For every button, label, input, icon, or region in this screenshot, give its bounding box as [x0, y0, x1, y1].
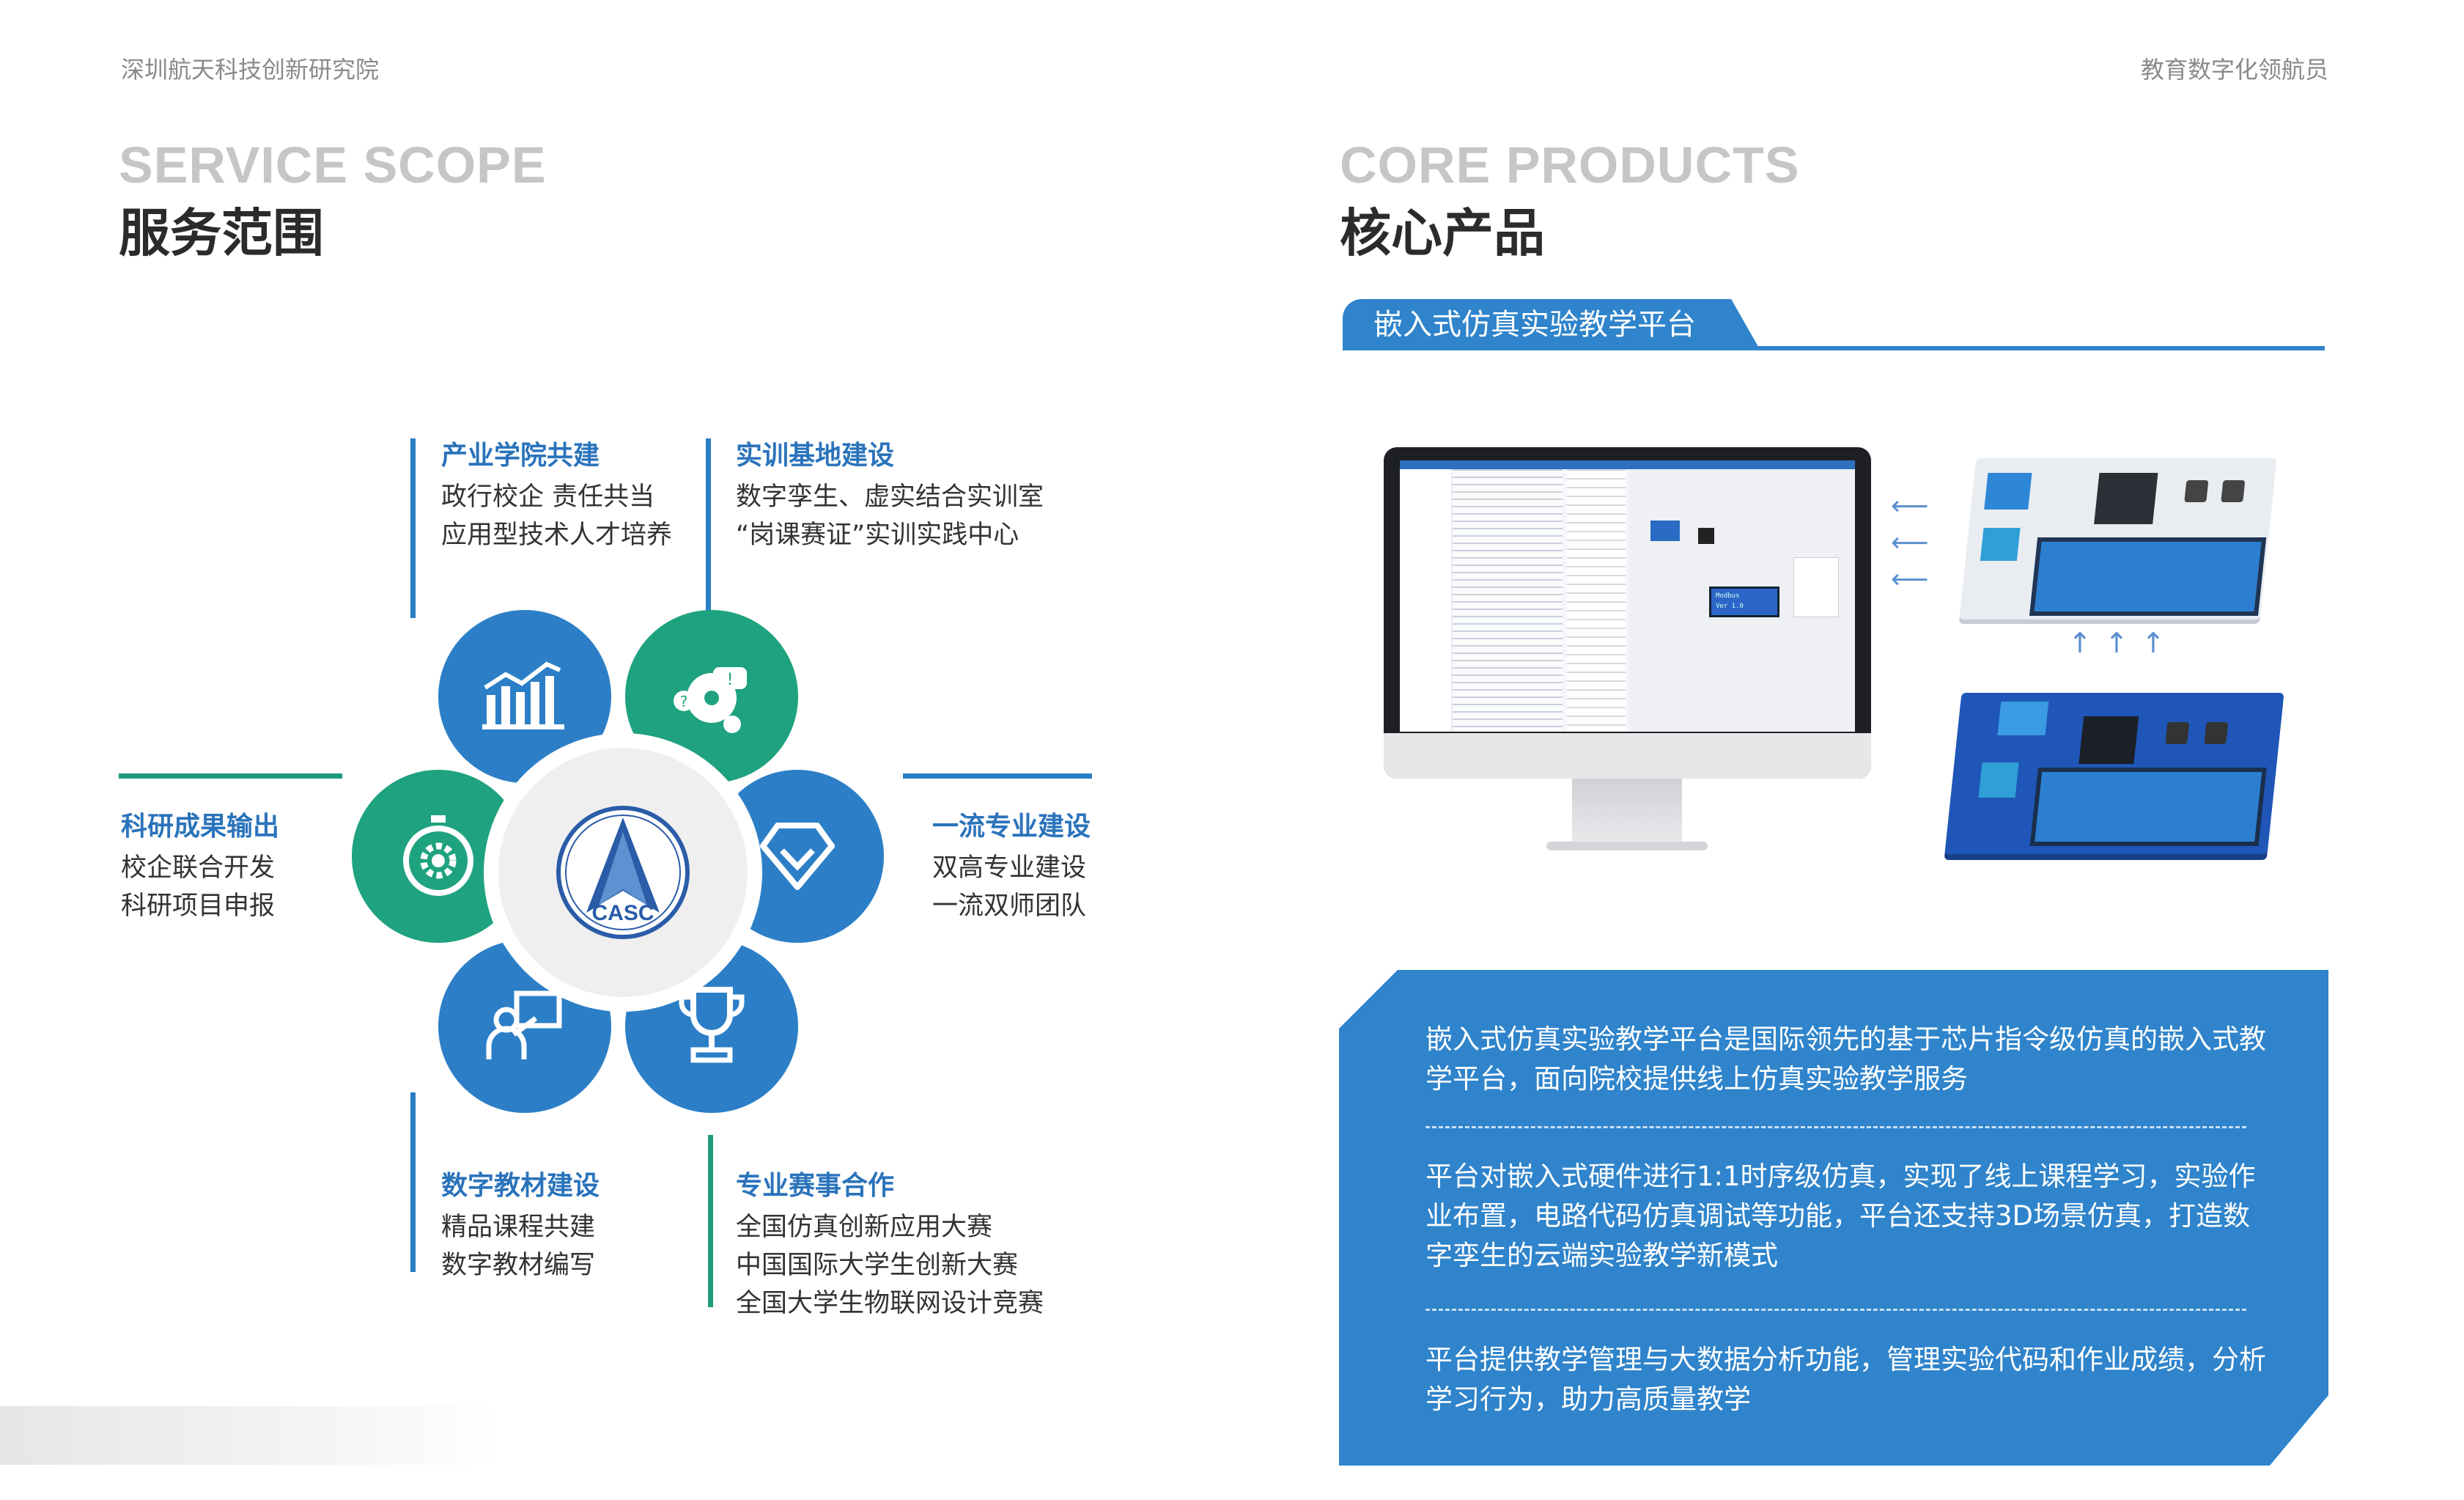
- monitor-stand: [1572, 779, 1682, 845]
- service-line: 一流双师团队: [932, 891, 1087, 921]
- center-circle: CASC: [498, 748, 748, 997]
- app-simulation-canvas: Modbus Ver 1.0: [1628, 469, 1855, 732]
- service-line: 双高专业建设: [932, 853, 1087, 883]
- service-title: 专业赛事合作: [736, 1171, 895, 1201]
- service-title: 一流专业建设: [932, 812, 1091, 842]
- service-block-competition: 专业赛事合作 全国仿真创新应用大赛 中国国际大学生创新大赛 全国大学生物联网设计…: [736, 1164, 1044, 1323]
- monitor-base: [1546, 842, 1708, 850]
- service-line: 数字教材编写: [441, 1251, 596, 1280]
- service-line: 全国仿真创新应用大赛: [736, 1213, 993, 1242]
- stopwatch-gear-icon: [403, 815, 473, 896]
- arrow-left-icon: ⟵: [1891, 528, 1929, 558]
- description-paragraph: 平台对嵌入式硬件进行1:1时序级仿真，实现了线上课程学习，实验作业布置，电路代码…: [1425, 1161, 2256, 1271]
- service-line: 精品课程共建: [441, 1213, 596, 1242]
- push-button: [2221, 480, 2246, 502]
- svg-text:!: !: [727, 671, 734, 689]
- chart-petal: [438, 610, 611, 783]
- description-paragraph: 嵌入式仿真实验教学平台是国际领先的基于芯片指令级仿真的嵌入式教学平台，面向院校提…: [1425, 1023, 2266, 1095]
- relay-component: [1984, 473, 2032, 510]
- trophy-icon: [679, 987, 745, 1063]
- service-block-textbook: 数字教材建设 精品课程共建 数字教材编写: [441, 1164, 600, 1284]
- service-bar: [706, 438, 711, 618]
- push-button: [2204, 722, 2229, 744]
- arrow-left-icon: ⟵: [1891, 491, 1929, 521]
- sim-board: [1650, 521, 1680, 541]
- product-description-box: 嵌入式仿真实验教学平台是国际领先的基于芯片指令级仿真的嵌入式教学平台，面向院校提…: [1339, 970, 2328, 1466]
- sensor-module: [1980, 528, 2021, 561]
- teacher-board-icon: [486, 990, 562, 1059]
- service-bar: [410, 438, 416, 618]
- description-paragraph: 平台提供教学管理与大数据分析功能，管理实验代码和作业成绩，分析学习行为，助力高质…: [1425, 1344, 2266, 1415]
- sim-chip: [1698, 528, 1714, 544]
- service-title: 数字教材建设: [441, 1171, 600, 1201]
- service-scope-title-cn: 服务范围: [119, 203, 324, 263]
- product-tab: 嵌入式仿真实验教学平台: [1343, 299, 1760, 350]
- service-title: 实训基地建设: [736, 441, 895, 471]
- service-bar: [410, 1092, 416, 1272]
- board-3d-bottom: [1944, 693, 2284, 854]
- core-products-title-cn: 核心产品: [1340, 203, 1545, 263]
- sim-lcd-line: Modbus: [1716, 592, 1740, 600]
- svg-text:?: ?: [680, 693, 688, 710]
- sim-lcd-line: Ver 1.0: [1716, 603, 1744, 610]
- service-block-training-base: 实训基地建设 数字孪生、虚实结合实训室 “岗课赛证”实训实践中心: [736, 434, 1044, 554]
- lcd-module: [2029, 537, 2267, 616]
- sim-property-popup: [1793, 557, 1839, 617]
- push-button: [2184, 480, 2209, 502]
- arrow-up-icon: ↑: [2068, 627, 2092, 659]
- app-code-editor: [1453, 469, 1563, 732]
- lcd-module: [2029, 768, 2267, 846]
- dashed-divider: [1425, 1126, 2246, 1128]
- app-register-panel: [1567, 469, 1626, 732]
- sim-lcd: Modbus Ver 1.0: [1709, 587, 1779, 617]
- service-bar: [119, 773, 342, 779]
- service-scope-title-en: SERVICE SCOPE: [119, 136, 547, 194]
- service-line: 政行校企 责任共当: [441, 482, 655, 512]
- service-bar: [708, 1135, 713, 1307]
- header-org: 深圳航天科技创新研究院: [121, 56, 380, 84]
- bar-chart-icon: [482, 661, 564, 729]
- decorative-fade: [0, 1406, 498, 1465]
- mcu-chip: [2094, 473, 2158, 524]
- service-line: 科研项目申报: [121, 891, 276, 921]
- mcu-chip: [2078, 716, 2139, 764]
- arrow-left-icon: ⟵: [1891, 565, 1929, 595]
- app-file-tree: [1400, 469, 1452, 732]
- board-3d-top: [1959, 458, 2277, 620]
- dashed-divider: [1425, 1309, 2246, 1311]
- push-button: [2165, 722, 2190, 744]
- service-line: 中国国际大学生创新大赛: [736, 1251, 1019, 1280]
- service-title: 产业学院共建: [441, 441, 600, 471]
- service-bar: [903, 773, 1092, 779]
- diamond-badge-icon: [760, 823, 835, 890]
- service-line: 全国大学生物联网设计竞赛: [736, 1289, 1044, 1318]
- service-block-industry-college: 产业学院共建 政行校企 责任共当 应用型技术人才培养: [441, 434, 672, 554]
- monitor-chin: [1384, 733, 1871, 779]
- sensor-module: [1978, 762, 2019, 798]
- service-line: 校企联合开发: [121, 853, 276, 883]
- app-titlebar: [1400, 460, 1855, 469]
- arrow-up-icon: ↑: [2105, 627, 2128, 659]
- arrow-up-icon: ↑: [2142, 627, 2165, 659]
- service-title: 科研成果输出: [121, 812, 280, 842]
- chat-idea-icon: ! ?: [674, 667, 747, 733]
- service-line: 数字孪生、虚实结合实训室: [736, 482, 1044, 512]
- monitor-bezel: Modbus Ver 1.0: [1384, 447, 1871, 779]
- product-tab-underline: [1343, 346, 2325, 350]
- relay-component: [1997, 702, 2049, 735]
- service-block-major: 一流专业建设 双高专业建设 一流双师团队: [932, 805, 1091, 925]
- service-line: “岗课赛证”实训实践中心: [736, 521, 1019, 550]
- header-slogan: 教育数字化领航员: [2140, 56, 2328, 84]
- casc-text: CASC: [591, 901, 654, 925]
- casc-logo-icon: CASC: [556, 806, 690, 939]
- core-products-title-en: CORE PRODUCTS: [1340, 136, 1800, 194]
- service-block-research: 科研成果输出 校企联合开发 科研项目申报: [121, 805, 279, 925]
- monitor-screen: Modbus Ver 1.0: [1400, 460, 1855, 732]
- service-line: 应用型技术人才培养: [441, 521, 673, 550]
